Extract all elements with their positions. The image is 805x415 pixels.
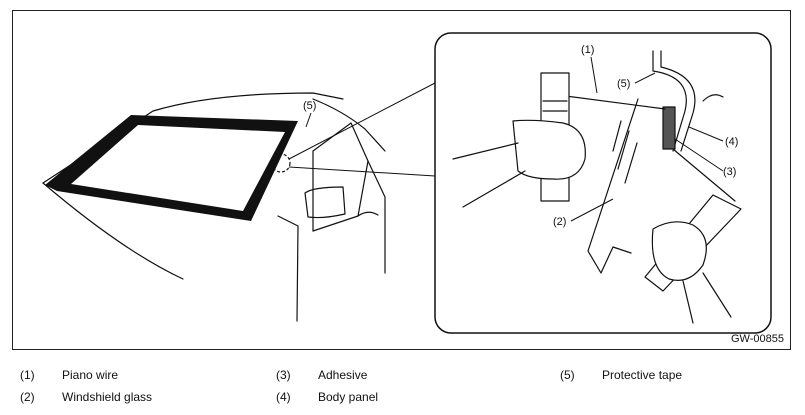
legend-num: (2) bbox=[20, 390, 35, 404]
car-body-line bbox=[312, 98, 386, 152]
callout-4: (4) bbox=[725, 136, 738, 148]
illustration: (5) bbox=[42, 32, 772, 334]
car-door-pillar bbox=[277, 215, 299, 322]
callout-5: (5) bbox=[617, 78, 630, 90]
handle-stripe bbox=[542, 100, 568, 112]
door-handle bbox=[357, 211, 379, 217]
arm-lower bbox=[682, 272, 732, 324]
legend-item: (2) Windshield glass bbox=[20, 390, 152, 404]
legend-num: (1) bbox=[20, 368, 35, 382]
hand-upper bbox=[512, 119, 586, 180]
car-roof-outline bbox=[42, 92, 344, 184]
adhesive-block bbox=[662, 106, 676, 150]
piano-wire-lower bbox=[672, 148, 736, 202]
legend-label: Piano wire bbox=[62, 368, 119, 382]
legend-item: (4) Body panel bbox=[276, 390, 378, 404]
legend-item: (5) Protective tape bbox=[560, 368, 682, 382]
legend-label: Windshield glass bbox=[62, 390, 153, 404]
callout-4-leader bbox=[688, 126, 724, 142]
legend-label: Body panel bbox=[318, 390, 379, 404]
detail-inset bbox=[434, 32, 772, 334]
hand-lower bbox=[651, 221, 707, 281]
piano-wire bbox=[557, 94, 666, 110]
callout-5-car-leader bbox=[305, 112, 312, 128]
glass-hatch-2 bbox=[617, 130, 630, 170]
callout-2: (2) bbox=[553, 216, 566, 228]
legend-num: (4) bbox=[276, 390, 291, 404]
side-mirror bbox=[304, 186, 346, 219]
body-panel-wire bbox=[702, 94, 724, 102]
legend-label: Adhesive bbox=[318, 368, 368, 382]
detail-leader-top bbox=[288, 82, 436, 160]
legend-item: (3) Adhesive bbox=[276, 368, 367, 382]
body-panel bbox=[652, 50, 687, 152]
body-panel-inner bbox=[660, 50, 696, 152]
car-door-edge bbox=[367, 160, 386, 274]
arm-upper bbox=[452, 142, 526, 208]
figure-frame: (5) bbox=[12, 10, 791, 350]
legend-label: Protective tape bbox=[602, 368, 683, 382]
detail-leader-bottom bbox=[288, 166, 436, 177]
callout-2-leader bbox=[570, 198, 614, 222]
detail-circle bbox=[271, 153, 291, 173]
glass-hatch-3 bbox=[624, 142, 638, 184]
callout-5-car: (5) bbox=[303, 100, 316, 112]
callout-3-leader bbox=[674, 138, 724, 172]
figure-id: GW-00855 bbox=[731, 333, 784, 345]
callout-1: (1) bbox=[581, 44, 594, 56]
glass-edge bbox=[587, 98, 639, 274]
callout-3: (3) bbox=[723, 166, 736, 178]
legend-num: (3) bbox=[276, 368, 291, 382]
glass-hatch-1 bbox=[612, 120, 622, 152]
car-hood-line bbox=[42, 182, 184, 280]
windshield-tape-band bbox=[45, 115, 298, 221]
legend-item: (1) Piano wire bbox=[20, 368, 118, 382]
callout-1-leader bbox=[590, 56, 598, 94]
callout-5-leader bbox=[634, 72, 656, 84]
legend-num: (5) bbox=[560, 368, 575, 382]
